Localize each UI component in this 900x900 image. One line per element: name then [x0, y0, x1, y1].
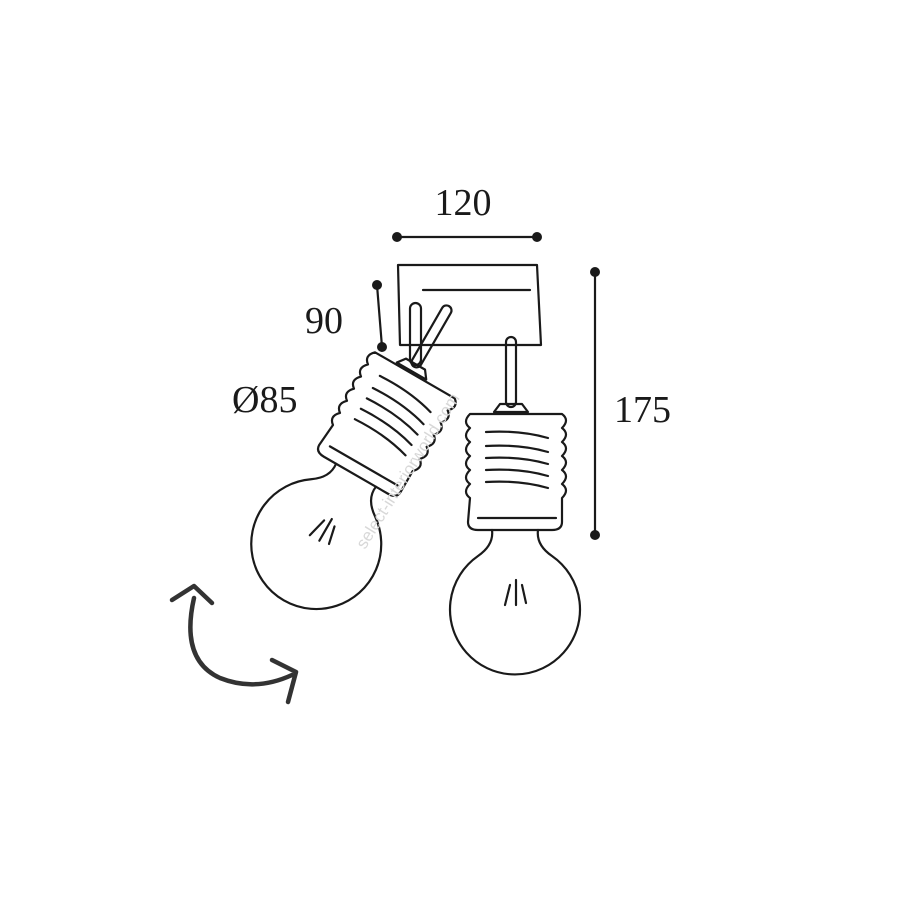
depth-dimension-line: [372, 280, 387, 352]
diameter-label: Ø85: [232, 379, 297, 421]
height-dimension-line: [590, 267, 600, 540]
height-label: 175: [614, 389, 671, 431]
width-dimension-line: [392, 232, 542, 242]
left-spotlight-tilted: [226, 274, 510, 634]
width-label: 120: [435, 182, 492, 224]
rotation-arrow-icon: [169, 583, 299, 705]
right-spotlight: [448, 335, 582, 676]
depth-label: 90: [305, 300, 343, 342]
ceiling-base: [396, 263, 543, 347]
